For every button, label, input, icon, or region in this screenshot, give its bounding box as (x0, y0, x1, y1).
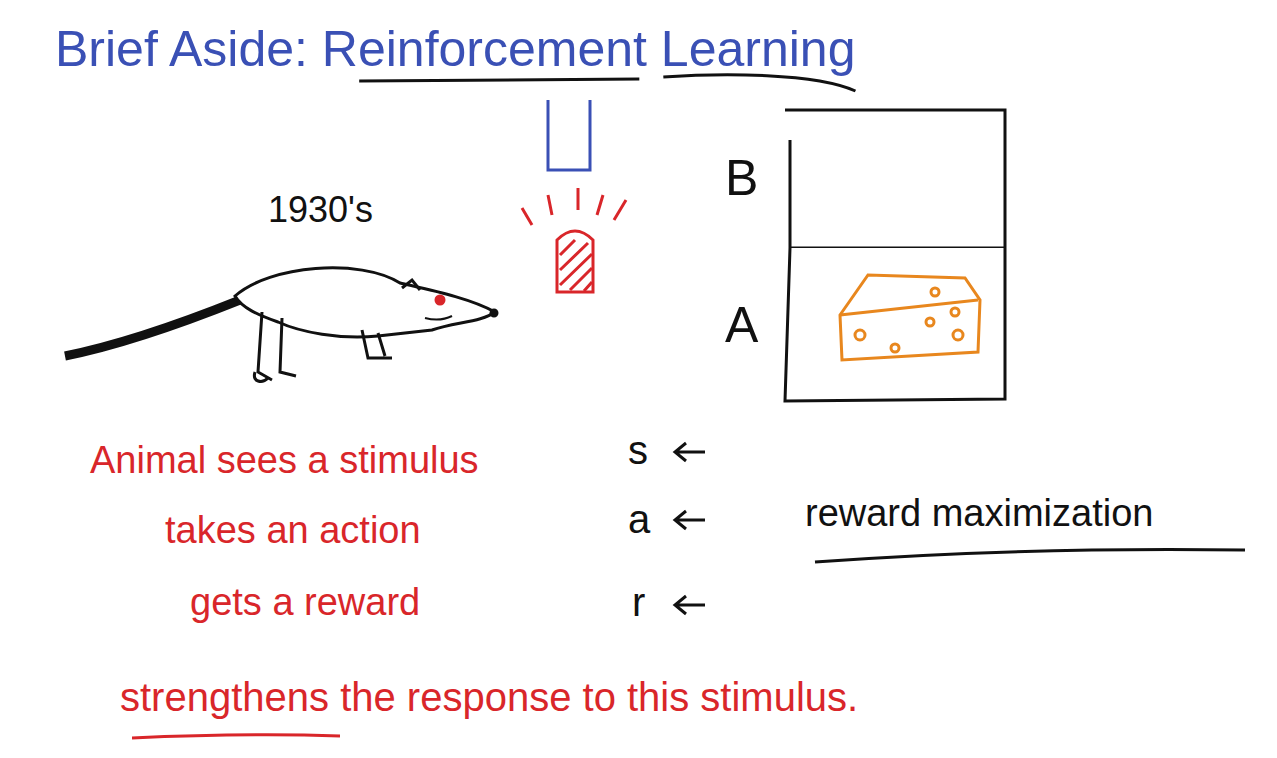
light-symbol (522, 188, 626, 292)
annotation-text: s (628, 428, 648, 472)
compartment-label: B (725, 151, 758, 206)
underline (132, 735, 340, 738)
compartment-outline (725, 108, 1007, 248)
annotation-text: 1930's (268, 190, 373, 230)
underline (815, 550, 1245, 563)
annotation-text: r (632, 580, 645, 624)
lever-symbol (548, 100, 590, 170)
annotation-text: reward maximization (805, 493, 1153, 535)
annotation-text: a (628, 497, 650, 541)
compartment-outline (725, 248, 1007, 403)
box-compartment: A (725, 248, 1007, 403)
pointer-arrow (675, 443, 705, 614)
rat-drawing (65, 268, 497, 382)
cheese-drawing (840, 275, 980, 360)
annotation-text: Animal sees a stimulus (90, 440, 479, 482)
box-compartment: B (725, 108, 1007, 248)
annotation-text: gets a reward (190, 582, 420, 624)
annotation-text: takes an action (165, 510, 421, 552)
title: Brief Aside: Reinforcement Learning (55, 22, 855, 77)
compartment-label: A (725, 298, 758, 353)
annotation-text: strengthens the response to this stimulu… (120, 675, 858, 719)
underline (359, 75, 855, 91)
